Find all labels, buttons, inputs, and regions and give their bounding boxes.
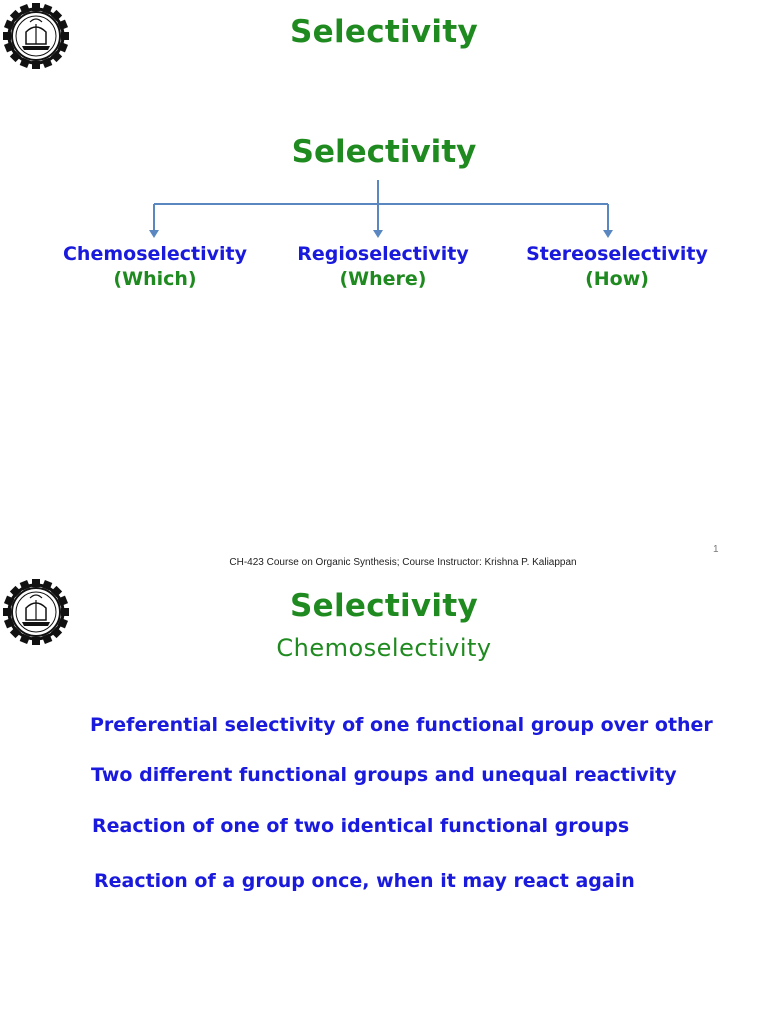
- branch-regioselectivity: Regioselectivity (Where): [288, 242, 478, 292]
- slide-title: Selectivity: [290, 14, 478, 50]
- branch-question: (Where): [339, 268, 427, 290]
- diagram-root: Selectivity: [291, 134, 477, 170]
- branch-question: (How): [585, 268, 649, 290]
- point-item: Reaction of a group once, when it may re…: [94, 870, 635, 892]
- branch-name: Chemoselectivity: [62, 243, 248, 265]
- arrow-down-icon: [149, 230, 159, 238]
- page-number: 1: [713, 544, 719, 555]
- slide-subtitle: Chemoselectivity: [276, 634, 492, 662]
- branch-name: Regioselectivity: [297, 243, 469, 265]
- branch-question: (Which): [113, 268, 197, 290]
- institute-logo-icon: [3, 3, 69, 69]
- branch-name: Stereoselectivity: [526, 243, 708, 265]
- slide-title: Selectivity: [290, 588, 478, 624]
- course-footer: CH-423 Course on Organic Synthesis; Cour…: [229, 557, 577, 568]
- point-item: Reaction of one of two identical functio…: [92, 815, 630, 837]
- institute-logo-icon: [3, 579, 69, 645]
- point-item: Two different functional groups and uneq…: [91, 764, 677, 786]
- branch-chemoselectivity: Chemoselectivity (Which): [60, 242, 250, 292]
- arrow-down-icon: [603, 230, 613, 238]
- slide-2: Selectivity Chemoselectivity Preferentia…: [0, 576, 768, 1024]
- arrow-down-icon: [373, 230, 383, 238]
- point-item: Preferential selectivity of one function…: [90, 714, 713, 736]
- selectivity-tree-connector: [149, 180, 613, 238]
- slide-1: Selectivity Selectivity Chemoselectivity…: [3, 3, 719, 568]
- branch-stereoselectivity: Stereoselectivity (How): [522, 242, 712, 292]
